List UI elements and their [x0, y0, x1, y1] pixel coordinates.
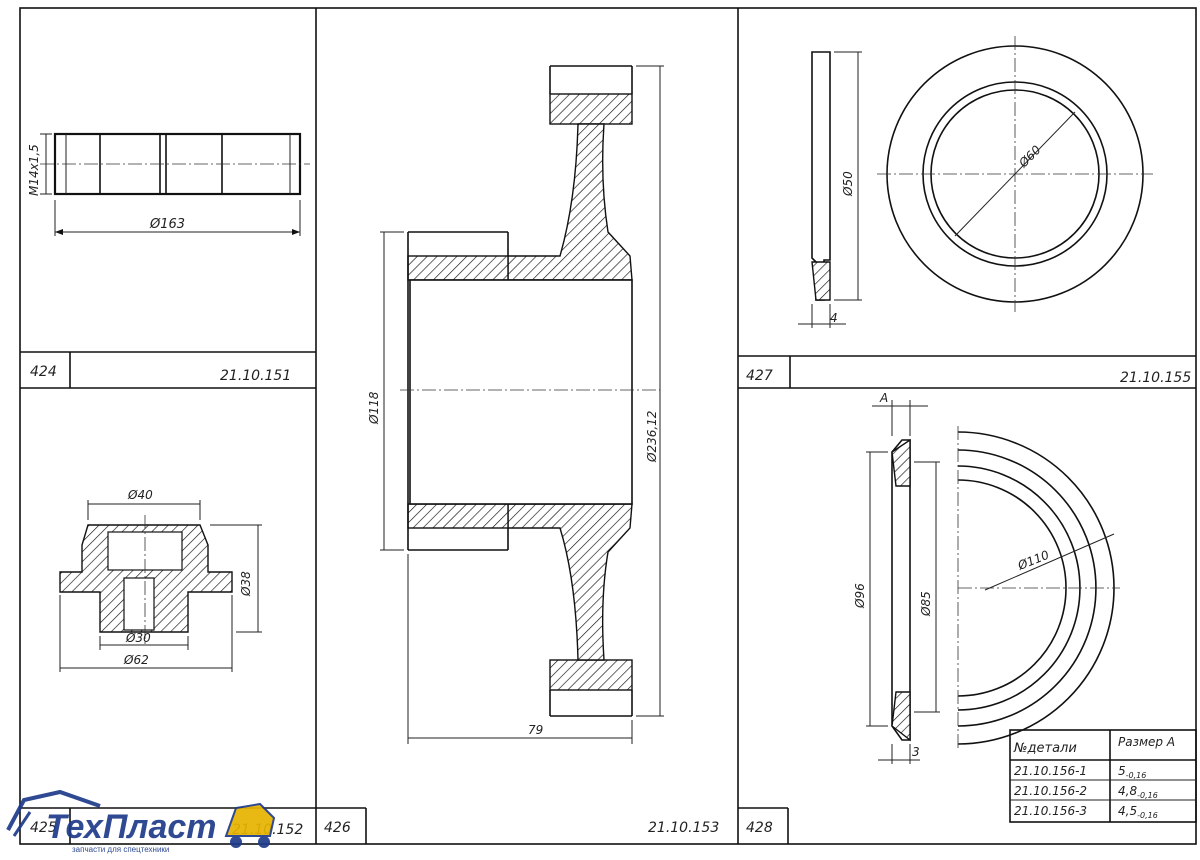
sheet-frame [19, 7, 1197, 845]
dim-d40: Ø40 [127, 488, 153, 502]
table-row-size: 4,8-0,16 [1118, 784, 1158, 800]
part-427-washer-front [877, 36, 1153, 312]
panel-424: M14x1,5 Ø163 424 21.10.151 [20, 132, 316, 388]
panel-426: Ø118 Ø236,12 79 426 21.10.153 [316, 65, 719, 844]
dim-d85: Ø85 [919, 591, 933, 617]
part-code-426: 21.10.153 [648, 820, 719, 836]
dim-d236: Ø236,12 [645, 411, 659, 463]
brand-watermark: ТехПласт запчасти для спецтехники [6, 789, 276, 854]
part-426-flanged-hub [380, 65, 664, 744]
panel-428: A Ø96 Ø85 Ø110 3 428 №детали Размер A 21… [738, 391, 1197, 844]
dim-d62: Ø62 [123, 653, 149, 667]
brand-tagline: запчасти для спецтехники [72, 845, 169, 854]
table-row-part: 21.10.156-1 [1014, 764, 1087, 778]
table-row-size: 5-0,16 [1118, 764, 1146, 780]
loader-icon [224, 802, 276, 848]
dim-thread: M14x1,5 [27, 144, 41, 196]
panel-number-425: 425 [30, 820, 57, 836]
size-table: №детали Размер A 21.10.156-1 5-0,16 21.1… [1009, 729, 1197, 823]
panel-number-426: 426 [324, 820, 351, 836]
dim-three: 3 [912, 745, 920, 759]
part-427-washer-side [798, 51, 862, 328]
dim-d30: Ø30 [125, 631, 151, 645]
panel-number-427: 427 [746, 368, 773, 384]
dim-len-79: 79 [528, 723, 543, 737]
panel-425: Ø40 Ø30 Ø62 Ø38 425 21.10.152 [20, 488, 316, 844]
table-row-size: 4,5-0,16 [1118, 804, 1158, 820]
table-header-part: №детали [1013, 741, 1077, 756]
table-row-part: 21.10.156-2 [1014, 784, 1087, 798]
part-code-424: 21.10.151 [220, 368, 291, 384]
dim-diameter-163: Ø163 [149, 217, 185, 232]
dim-thick-4: 4 [830, 311, 838, 325]
dim-d96: Ø96 [853, 583, 867, 609]
part-428-ring-side [866, 400, 940, 764]
part-425-bushing [59, 500, 262, 672]
panel-number-424: 424 [30, 364, 57, 380]
panel-427: Ø50 Ø60 4 427 21.10.155 [738, 36, 1196, 388]
excavator-icon [6, 789, 101, 837]
part-code-427: 21.10.155 [1120, 370, 1191, 386]
panel-number-428: 428 [746, 820, 773, 836]
table-header-size: Размер A [1118, 735, 1175, 749]
brand-name: ТехПласт [46, 808, 217, 846]
part-424-shaft [40, 132, 310, 236]
dim-d50: Ø50 [841, 171, 855, 197]
dim-a: A [879, 391, 888, 405]
table-row-part: 21.10.156-3 [1014, 804, 1087, 818]
dim-d118: Ø118 [367, 391, 381, 425]
part-428-ring-front [957, 426, 1120, 750]
dim-d60: Ø60 [1016, 142, 1044, 170]
dim-d38: Ø38 [239, 571, 253, 597]
